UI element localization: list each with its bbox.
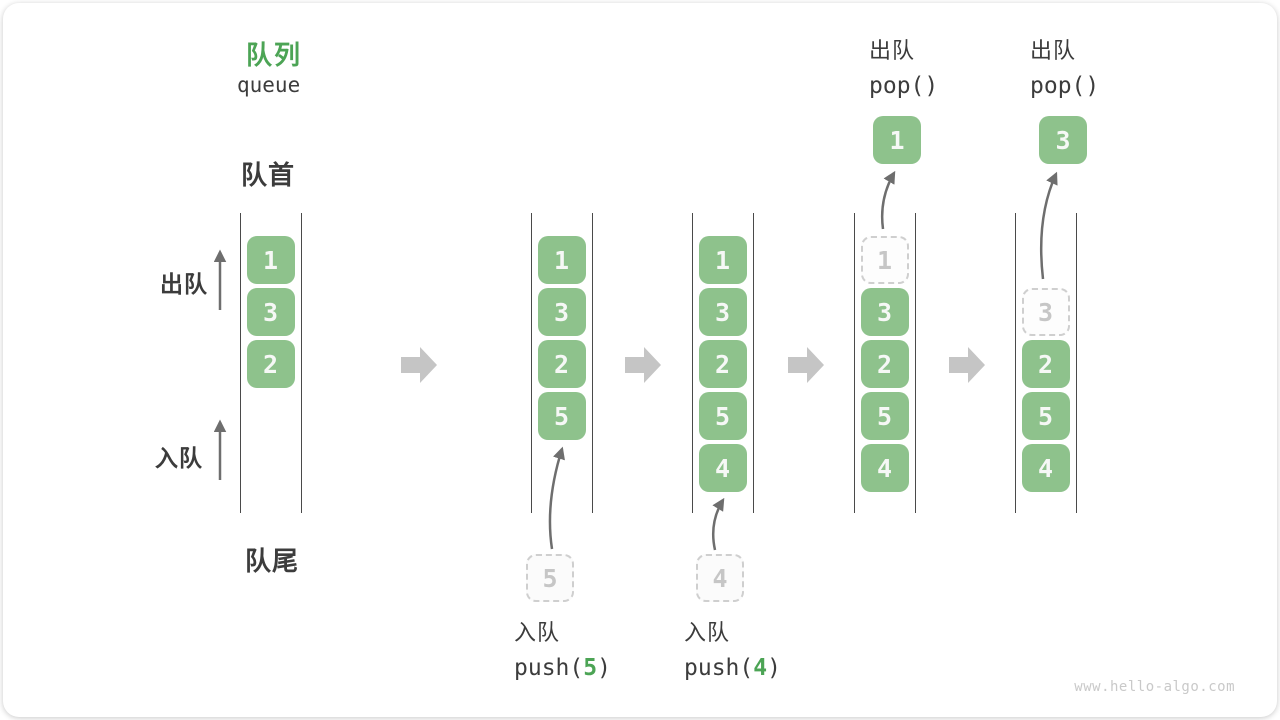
dequeue-op-label: 出队 pop() [1030,33,1099,99]
enqueue-op-label: 入队 push(4) [684,615,781,681]
label-queue-rear: 队尾 [245,546,300,576]
next-state-arrow-icon [949,347,985,383]
page-subtitle: queue [237,73,301,97]
queue-cell: 1 [537,236,586,284]
queue-cell: 5 [860,392,909,440]
queue-cell: 1 [698,236,747,284]
queue-cell: 3 [860,288,909,336]
next-state-arrow-icon [401,347,437,383]
queue-cell: 5 [698,392,747,440]
label-dequeue-side: 出队 [160,271,208,297]
enqueue-op-label: 入队 push(5) [514,615,611,681]
queue-cell: 3 [698,288,747,336]
dequeue-op-code: pop() [869,73,939,99]
enqueue-op-code: push(5) [514,655,611,681]
arrows-overlay [213,170,1058,551]
queue-cell: 3 [246,288,295,336]
popped-box: 3 [1039,116,1087,164]
queue-cell: 2 [246,340,295,388]
queue-cell: 2 [537,340,586,388]
enqueue-op-zh: 入队 [514,620,561,645]
label-enqueue-side: 入队 [155,445,203,471]
dequeue-op-zh: 出队 [869,38,916,63]
enqueue-arg: 4 [753,655,768,681]
queue-cell: 3 [537,288,586,336]
queue-cell: 4 [1021,444,1070,492]
popped-box: 1 [873,116,921,164]
dequeue-op-label: 出队 pop() [869,33,938,99]
next-state-arrow-icon [788,347,824,383]
page-title: 队列 [246,40,303,70]
enqueue-op-code: push(4) [684,655,781,681]
queue-cell: 5 [1021,392,1070,440]
dequeue-op-zh: 出队 [1030,38,1077,63]
label-queue-front: 队首 [241,160,296,190]
queue-cell: 2 [860,340,909,388]
queue-cell-ghost: 3 [1021,288,1070,336]
dequeue-op-code: pop() [1030,73,1100,99]
queue-cell-ghost: 1 [860,236,909,284]
staged-box: 5 [526,554,574,602]
queue-cell: 1 [246,236,295,284]
watermark: www.hello-algo.com [1074,679,1235,695]
queue-cell: 2 [1021,340,1070,388]
enqueue-arg: 5 [583,655,598,681]
queue-cell: 2 [698,340,747,388]
enqueue-op-zh: 入队 [684,620,731,645]
queue-cell: 5 [537,392,586,440]
queue-cell: 4 [860,444,909,492]
next-state-arrow-icon [625,347,661,383]
staged-box: 4 [696,554,744,602]
queue-cell: 4 [698,444,747,492]
